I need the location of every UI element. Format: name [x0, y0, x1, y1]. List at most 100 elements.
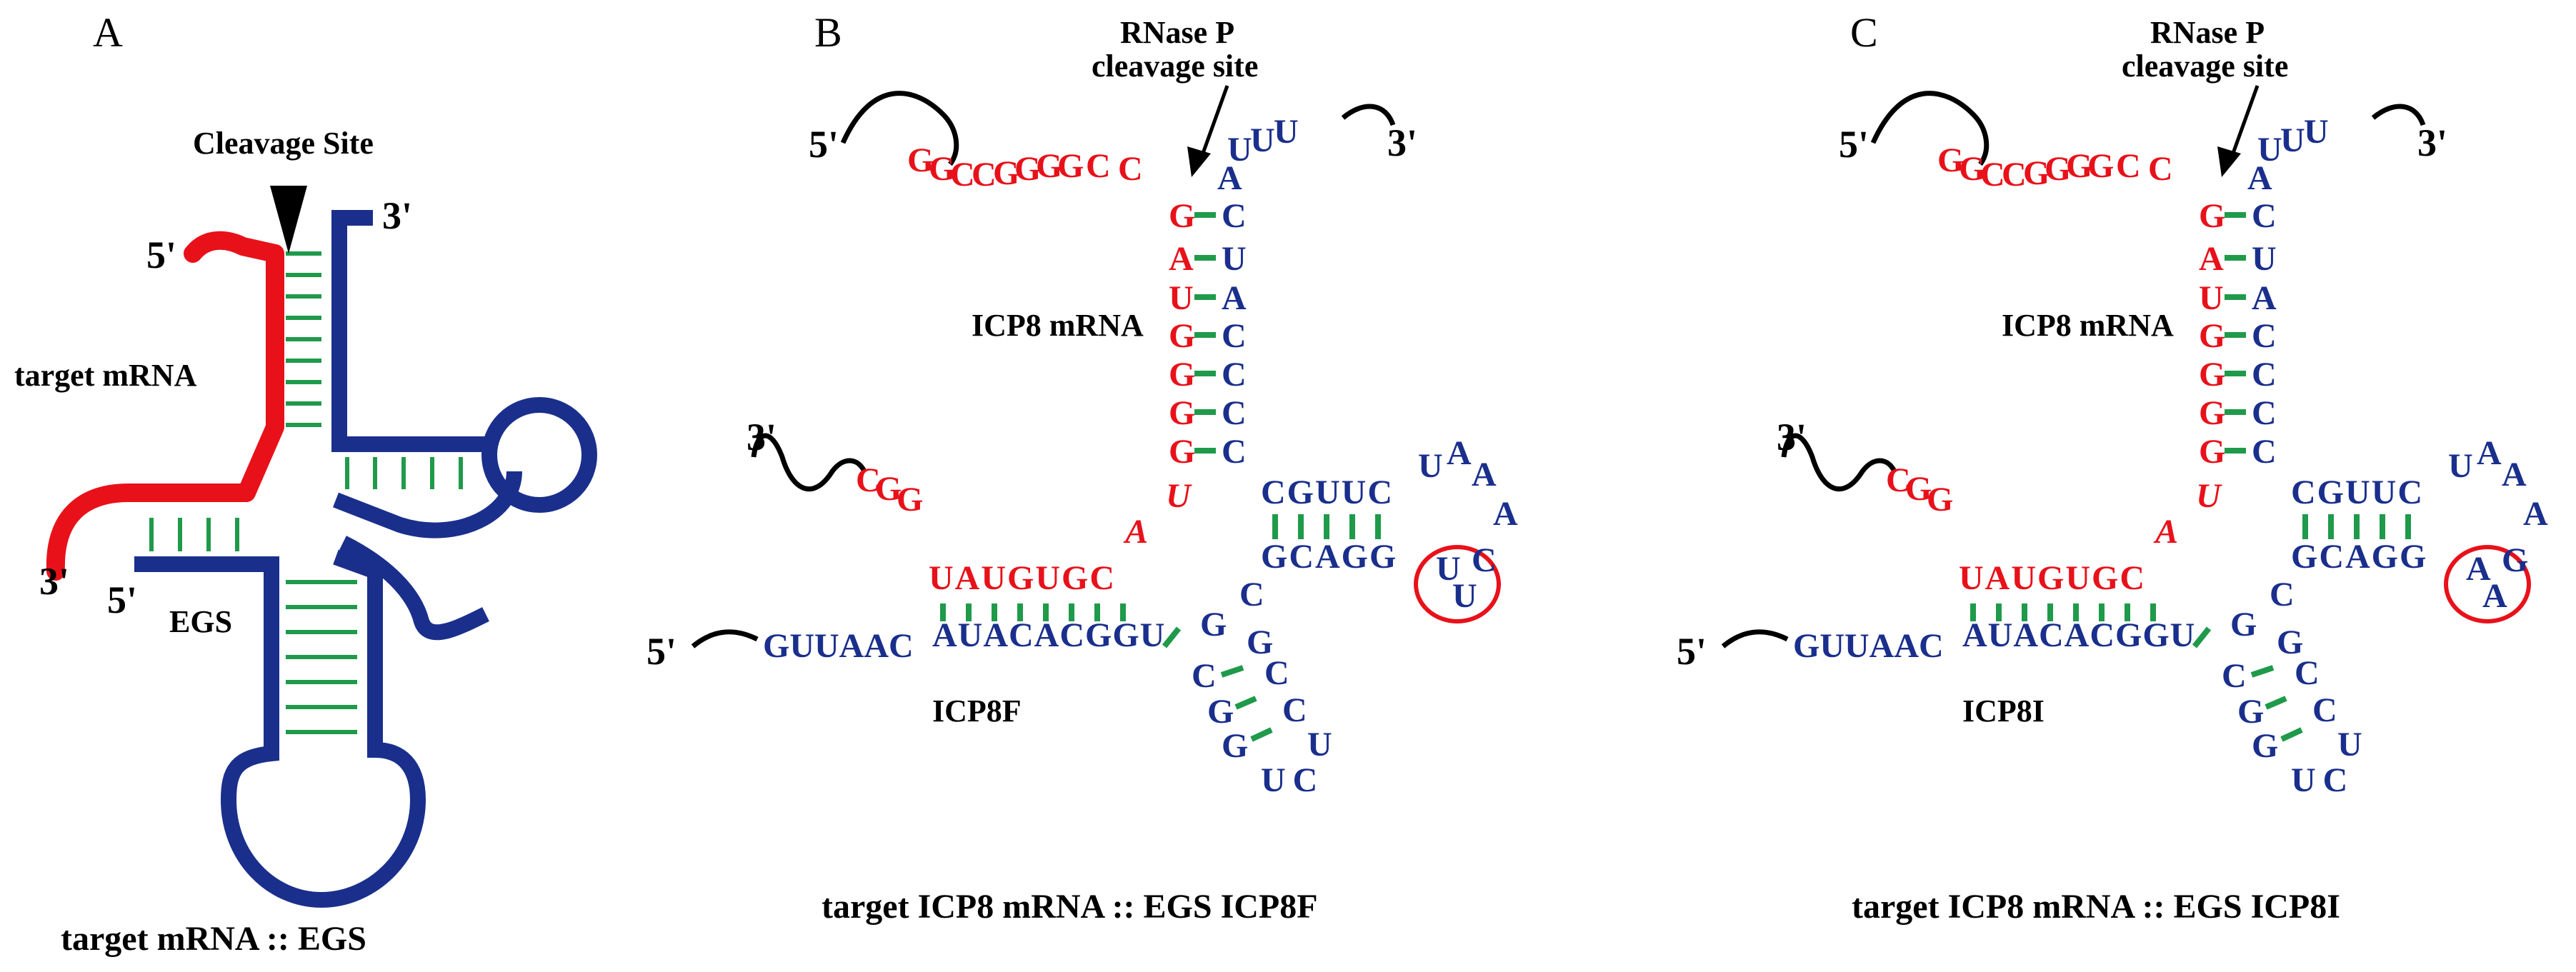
panel-a-target-strand: [46, 231, 284, 581]
panel-c-letter: C: [1850, 9, 1878, 56]
egs-nt: U: [1250, 121, 1275, 159]
panel-c-rnase-label-2: cleavage site: [2122, 49, 2288, 84]
egs-nt: C: [1222, 356, 1247, 394]
panel-b-left-5prime-tail: [691, 629, 759, 648]
panel-a-3prime-left: 3': [39, 560, 69, 603]
panel-a-egs-label: EGS: [169, 604, 232, 639]
egs-nt: A: [2247, 159, 2272, 197]
egs-nt: A: [1493, 495, 1518, 533]
egs-nt: G: [1222, 727, 1248, 765]
mrna-nt: C: [1086, 147, 1111, 185]
panel-c-left-5prime: 5': [1677, 630, 1707, 673]
mrna-nt: G: [897, 481, 923, 518]
panel-c-left-3prime-tail: [1781, 433, 1897, 492]
egs-nt: U: [2257, 131, 2282, 169]
mrna-nt: G: [1169, 356, 1195, 394]
egs-nt: C: [2222, 657, 2247, 695]
panel-b-3prime-tail: [1341, 104, 1396, 126]
egs-nt: A: [1222, 279, 1247, 317]
panel-c-loop-highlight: [2444, 545, 2531, 623]
base-pair: [1220, 665, 1244, 678]
egs-nt: G: [2237, 693, 2264, 731]
egs-strand: UC: [2291, 761, 2355, 799]
panel-b-left-3prime-tail: [751, 433, 867, 492]
egs-nt: G: [2252, 727, 2278, 765]
panel-b: B RNase P cleavage site 5' 3' ICP8 mRNA …: [647, 9, 1518, 926]
panel-c-rnase-label-1: RNase P: [2150, 15, 2265, 50]
panel-c: C RNase P cleavage site 5' 3' ICP8 mRNA …: [1677, 9, 2548, 926]
mrna-nt: G: [1905, 470, 1932, 508]
egs-nt: U: [1222, 240, 1247, 278]
mrna-strand: UAUGUGC: [1959, 559, 2146, 597]
panel-a-egs-acceptor-strand: [331, 210, 493, 452]
panel-c-left-3prime: 3': [1777, 416, 1807, 459]
mrna-nt: G: [2199, 317, 2225, 355]
panel-b-caption: target ICP8 mRNA :: EGS ICP8F: [822, 888, 1318, 926]
panel-b-rnase-label-2: cleavage site: [1092, 49, 1258, 84]
panel-a-egs-t-loop: [481, 397, 597, 513]
panel-c-left-5prime-tail: [1721, 629, 1789, 648]
egs-strand: AUACACGGU: [932, 616, 1165, 654]
mrna-nt: G: [993, 154, 1019, 192]
egs-nt: U: [2252, 240, 2277, 278]
panel-b-top-3prime: 3': [1387, 121, 1417, 164]
egs-nt: U: [1418, 447, 1443, 485]
panel-a-letter: A: [93, 9, 123, 56]
mrna-nt: G: [2199, 356, 2225, 394]
panel-a-egs-t-lower: [333, 471, 522, 538]
panel-b-cleavage-arrow-icon: [1187, 85, 1229, 177]
mrna-nt: A: [2199, 240, 2224, 278]
panel-a-target-label: target mRNA: [14, 358, 197, 393]
egs-nt: U: [1452, 577, 1477, 615]
base-pair: [2192, 626, 2212, 648]
base-pair: [2265, 696, 2287, 710]
mrna-nt: C: [1118, 150, 1143, 188]
egs-nt: G: [1207, 693, 1234, 731]
egs-nt: A: [1472, 456, 1497, 493]
egs-nt: U: [2448, 447, 2473, 485]
egs-nt: U: [1227, 131, 1252, 169]
panel-a: A: [14, 9, 597, 958]
panel-b-rnase-label-1: RNase P: [1120, 15, 1234, 50]
mrna-nt: G: [2199, 433, 2225, 471]
base-pair: [1234, 696, 1257, 710]
panel-a-cleavage-label: Cleavage Site: [193, 126, 374, 161]
egs-nt: U: [2304, 113, 2329, 151]
mrna-nt: G: [907, 141, 934, 179]
egs-nt: A: [2466, 550, 2491, 588]
egs-nt: C: [2252, 394, 2277, 432]
egs-strand: AUACACGGU: [1962, 616, 2195, 654]
egs-nt: U: [1274, 113, 1299, 151]
mrna-nt: U: [1166, 477, 1192, 515]
egs-nt: C: [1472, 541, 1497, 579]
egs-strand: UC: [1261, 761, 1324, 799]
egs-nt: G: [1247, 623, 1273, 661]
egs-nt: C: [1222, 394, 1247, 432]
egs-strand: GUUAAC: [1793, 627, 1944, 665]
egs-nt: U: [1307, 726, 1332, 763]
egs-nt: C: [1222, 433, 1247, 471]
panel-a-target-mrna: [46, 231, 284, 581]
panel-a-egs-anticodon-arm: [134, 549, 426, 908]
mrna-nt: G: [1169, 394, 1195, 432]
mrna-nt: G: [2023, 154, 2050, 192]
egs-nt: U: [1436, 550, 1461, 588]
panel-c-egs-label: ICP8I: [1962, 693, 2045, 728]
egs-nt: C: [2295, 654, 2320, 692]
egs-nt: C: [1264, 654, 1289, 692]
mrna-nt: G: [875, 470, 902, 508]
mrna-nt: G: [1959, 150, 1985, 188]
mrna-nt: G: [1169, 433, 1195, 471]
mrna-strand: UAUGUGC: [929, 559, 1116, 597]
egs-strand: GCAGG: [1261, 538, 1397, 576]
panel-c-3prime-tail: [2371, 104, 2426, 126]
mrna-nt: U: [2199, 279, 2224, 317]
egs-nt: G: [2277, 623, 2303, 661]
egs-nt: C: [1282, 691, 1307, 729]
egs-nt: A: [2252, 279, 2277, 317]
panel-b-mrna-label: ICP8 mRNA: [972, 308, 1144, 343]
mrna-nt: A: [1169, 240, 1194, 278]
mrna-nt: C: [2116, 147, 2141, 185]
mrna-nt: G: [929, 150, 955, 188]
mrna-nt: C: [2148, 150, 2173, 188]
